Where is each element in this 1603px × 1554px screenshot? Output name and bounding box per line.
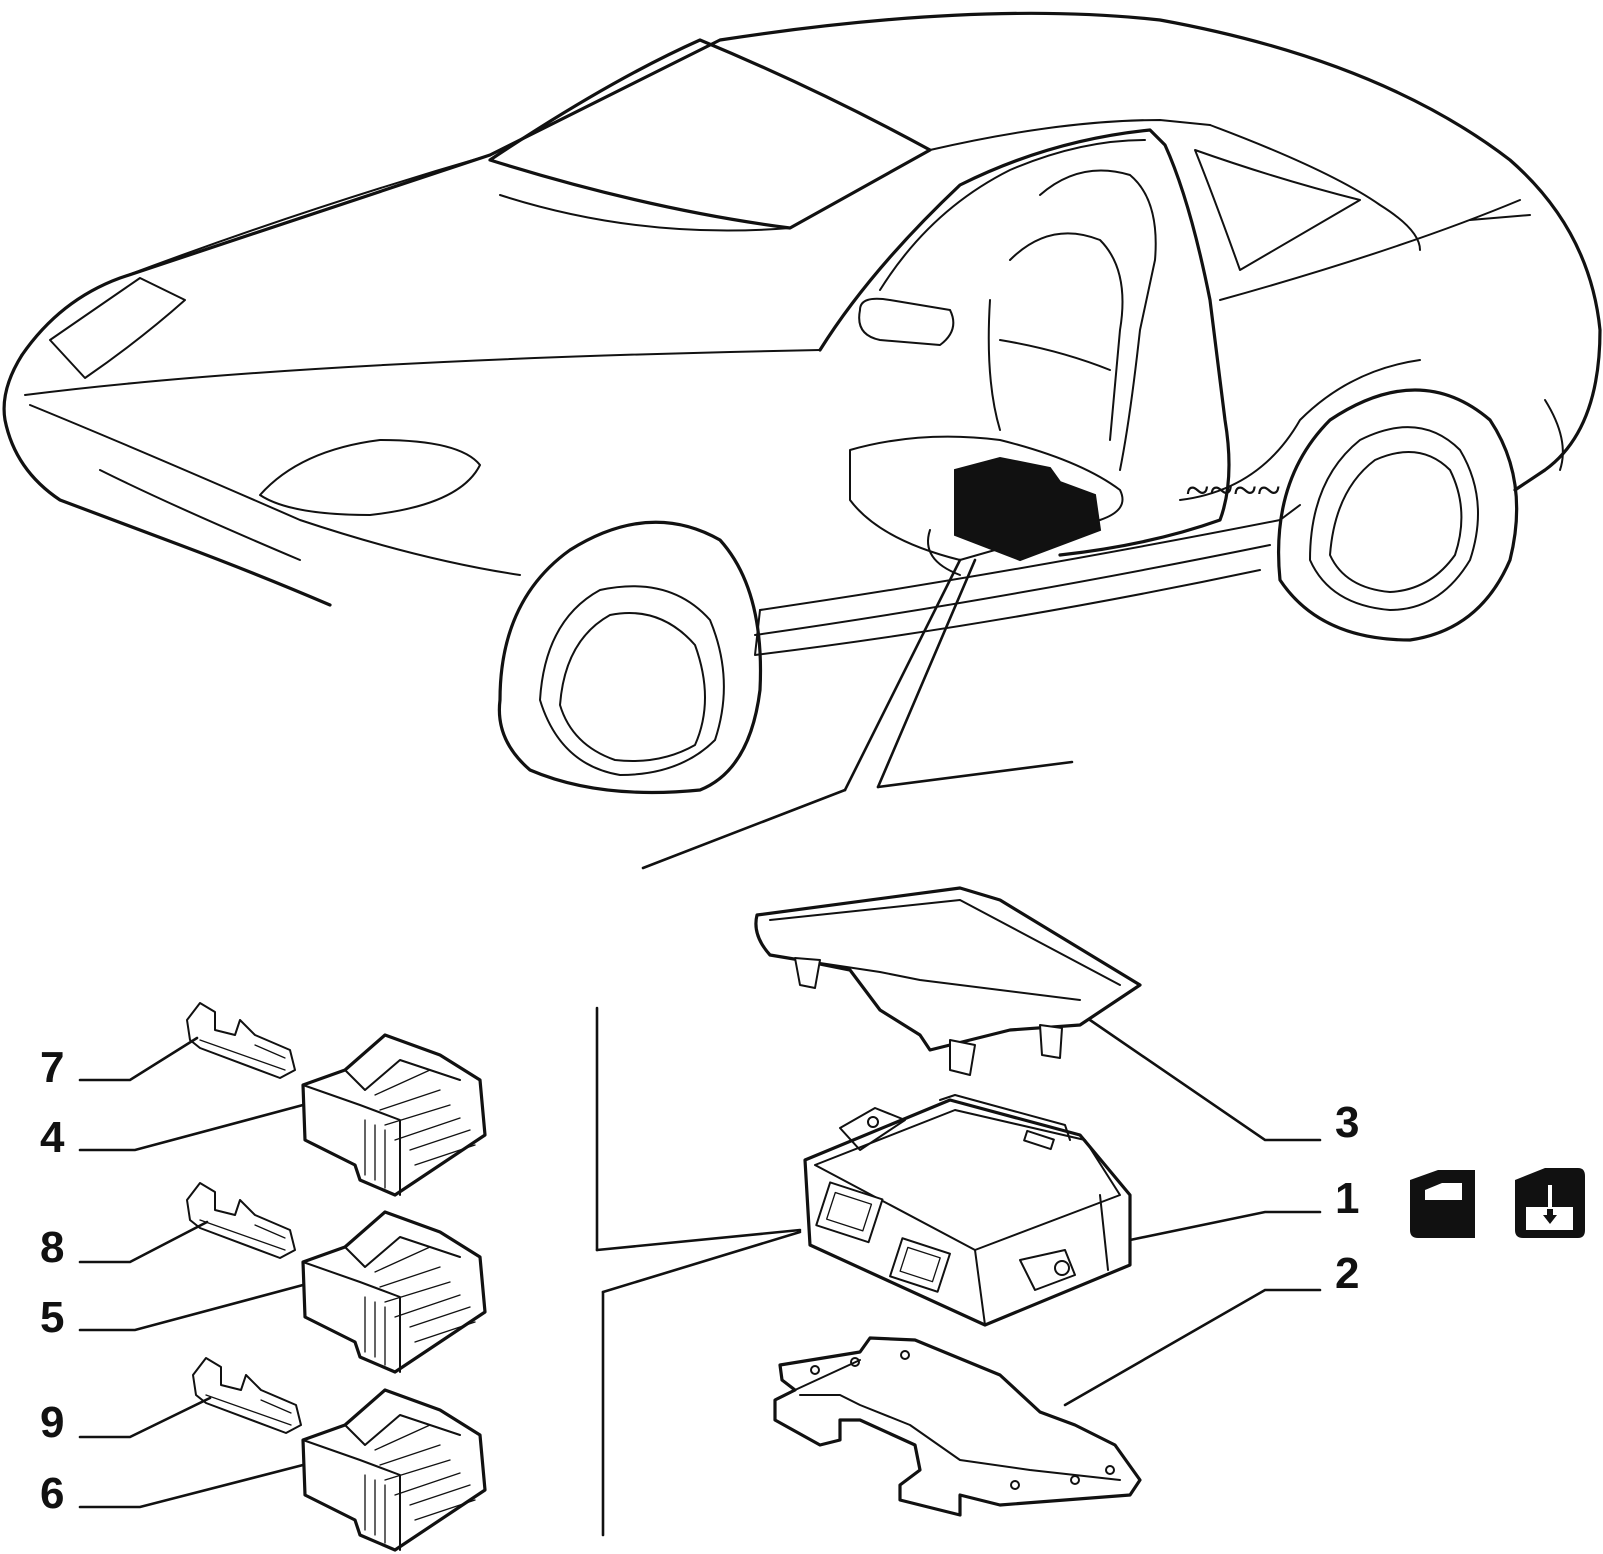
part-2-bracket	[773, 1336, 1142, 1517]
door-panel-icon	[1410, 1170, 1475, 1238]
callout-2: 2	[1335, 1249, 1359, 1298]
callout-leaders	[78, 1018, 1322, 1509]
callout-4: 4	[40, 1113, 65, 1162]
window-lift-icon	[1515, 1168, 1585, 1238]
location-pointer-lines	[641, 558, 1074, 870]
car-illustration: ~~~~	[2, 11, 1602, 795]
terminal-7	[186, 1002, 296, 1079]
part-3-cover	[754, 886, 1142, 1076]
svg-text:~~~~: ~~~~	[1185, 466, 1280, 515]
callout-1: 1	[1335, 1174, 1359, 1223]
callout-5: 5	[40, 1293, 64, 1342]
callout-6: 6	[40, 1469, 64, 1518]
connector-5	[301, 1210, 487, 1374]
group-bracket	[595, 1006, 802, 1537]
connector-4	[301, 1033, 487, 1197]
terminal-9	[192, 1357, 302, 1434]
terminal-8	[186, 1182, 296, 1259]
callout-8: 8	[40, 1223, 64, 1272]
callout-3: 3	[1335, 1098, 1359, 1147]
callout-7: 7	[40, 1043, 64, 1092]
callout-9: 9	[40, 1398, 64, 1447]
part-1-ecu	[803, 1094, 1132, 1327]
callout-labels: 1 2 3 4 5 6 7 8 9	[40, 1043, 1359, 1518]
connector-6	[301, 1388, 487, 1552]
